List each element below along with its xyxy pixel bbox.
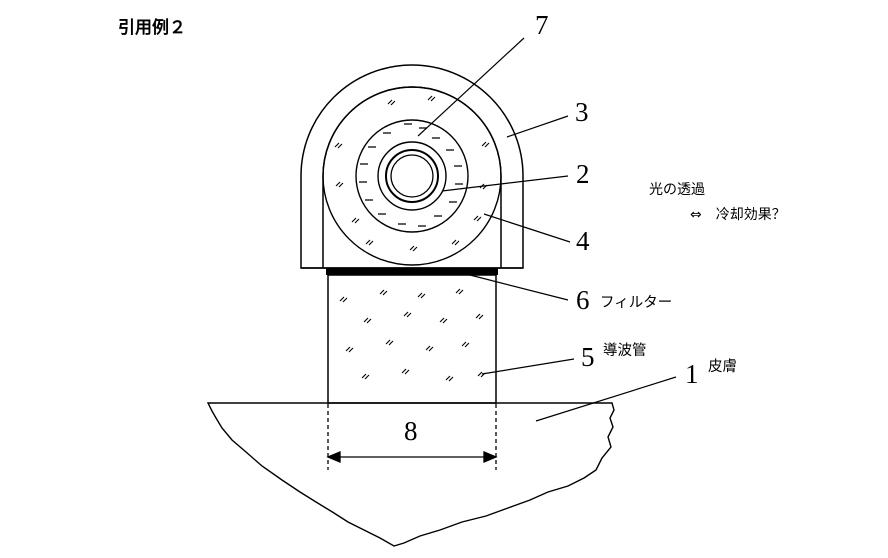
label-1: 1 [685,359,699,389]
label-3: 3 [575,97,589,127]
label-filter: フィルター [600,295,673,311]
label-2: 2 [576,159,590,189]
outer-glass-ring [322,86,502,266]
label-skin: 皮膚 [708,359,737,375]
lamp-inner [390,154,434,198]
leader-3 [506,115,569,138]
label-5: 5 [581,342,595,372]
leader-6 [469,274,569,301]
note-cooling-effect: ⇔ 冷却効果？ [690,207,786,223]
leader-lines [417,37,677,422]
leader-1 [535,376,677,422]
page-title: 引用例２ [118,18,186,38]
label-4: 4 [576,226,590,256]
outer-ring-hatch [334,95,490,252]
label-8: 8 [404,416,418,446]
filter-plate [326,268,498,275]
leader-7 [417,37,525,137]
dimension-8 [326,404,498,470]
label-7: 7 [535,10,549,40]
middle-liquid-ring [355,119,469,233]
reflector-housing [300,64,524,269]
middle-ring-dashes [359,123,463,227]
waveguide-body [327,274,497,404]
leader-2 [441,175,569,192]
lamp-outer [385,149,439,203]
note-light-transmission: 光の透過 [649,182,705,198]
skin-outline [206,402,615,547]
waveguide-hatch [339,288,486,382]
leader-4 [483,213,571,243]
inner-envelope [377,141,447,211]
leader-5 [481,358,575,375]
label-6: 6 [576,285,590,315]
label-waveguide: 導波管 [603,343,647,359]
